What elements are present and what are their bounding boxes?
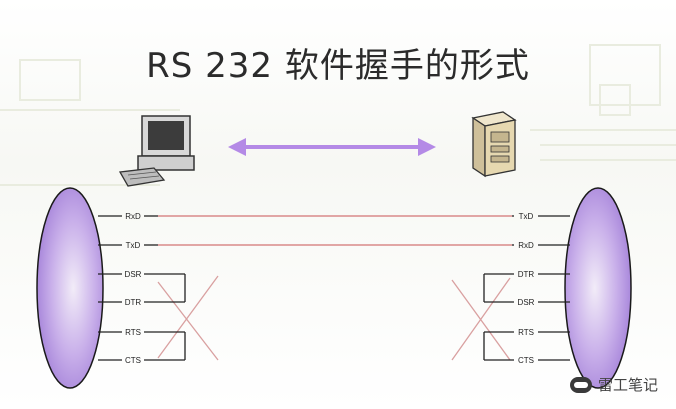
desktop-computer-icon — [118, 115, 195, 187]
left-pin-rxd: RxD — [98, 212, 158, 221]
left-pin-dtr: DTR — [98, 298, 185, 307]
watermark: 雷工笔记 — [569, 374, 658, 395]
server-tower-icon — [471, 111, 517, 178]
left-pin-label: RTS — [125, 328, 141, 337]
left-pin-rts: RTS — [98, 328, 185, 337]
double-arrow-icon — [228, 138, 436, 156]
right-pin-dsr: DSR — [484, 298, 570, 307]
right-pin-rxd: RxD — [512, 241, 570, 250]
left-connector-ellipse — [36, 187, 104, 389]
right-pin-label: CTS — [518, 356, 534, 365]
left-pin-dsr: DSR — [98, 270, 185, 279]
left-signal-pins: RxD TxD DSR DTR RTS CTS — [98, 212, 185, 365]
left-pin-txd: TxD — [98, 241, 158, 250]
right-pin-cts: CTS — [484, 356, 570, 365]
watermark-text: 雷工笔记 — [597, 376, 658, 394]
left-pin-label: RxD — [125, 212, 141, 221]
left-pin-cts: CTS — [98, 356, 185, 365]
left-pin-label: TxD — [126, 241, 141, 250]
right-pin-txd: TxD — [512, 212, 570, 221]
right-pin-label: RTS — [518, 328, 534, 337]
wechat-icon — [569, 376, 592, 393]
right-pin-label: RxD — [518, 241, 534, 250]
page-title: RS 232 软件握手的形式 — [146, 46, 530, 86]
right-pin-label: DSR — [518, 298, 535, 307]
right-signal-pins: TxD RxD DTR DSR RTS CTS — [484, 212, 570, 365]
left-pin-label: CTS — [125, 356, 141, 365]
right-pin-dtr: DTR — [484, 270, 570, 279]
right-cross-lines — [451, 277, 511, 361]
left-pin-label: DTR — [125, 298, 142, 307]
left-pin-label: DSR — [125, 270, 142, 279]
right-pin-label: DTR — [518, 270, 535, 279]
right-pin-label: TxD — [519, 212, 534, 221]
right-pin-rts: RTS — [484, 328, 570, 337]
right-connector-ellipse — [564, 187, 632, 389]
left-cross-lines — [157, 275, 219, 361]
